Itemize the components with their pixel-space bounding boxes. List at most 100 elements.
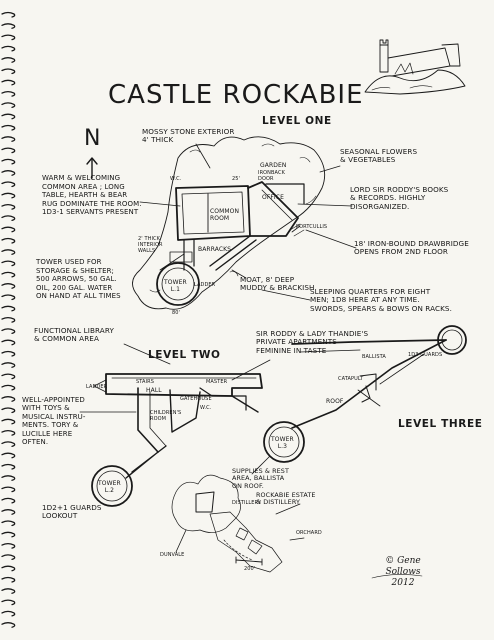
spiral-loop [1, 23, 16, 29]
note-common-area: WARM & WELCOMING COMMON AREA ; LONG TABL… [42, 174, 142, 217]
label-wc-level-two: W.C. [200, 405, 212, 411]
note-supplies: SUPPLIES & REST AREA, BALLISTA ON ROOF. [232, 467, 289, 490]
note-seasonal-garden: SEASONAL FLOWERS & VEGETABLES [340, 147, 418, 165]
spiral-loop [1, 576, 16, 583]
spiral-loop [1, 362, 16, 368]
spiral-loop [1, 158, 16, 165]
spiral-loop [1, 226, 16, 233]
artist-signature: © Gene Sollows 2012 [368, 556, 438, 589]
note-interior-walls: 2' THICK INTERIOR WALLS [138, 236, 163, 254]
spiral-loop [1, 531, 16, 538]
spiral-loop [1, 124, 16, 131]
spiral-loop [1, 11, 16, 18]
label-barracks: BARRACKS [198, 246, 232, 253]
spiral-loop [1, 45, 16, 52]
note-estate: ROCKABIE ESTATE & DISTILLERY [256, 491, 316, 507]
spiral-loop [1, 588, 16, 594]
signature-year: 2012 [391, 578, 415, 588]
level-two-plan [91, 373, 263, 507]
label-master: MASTER [206, 379, 228, 385]
spiral-loop [1, 147, 16, 154]
label-orchard: ORCHARD [296, 530, 322, 536]
spiral-loop [1, 463, 16, 470]
spiral-loop [1, 113, 16, 120]
signature-name: © Gene Sollows [385, 556, 421, 577]
spiral-loop [1, 136, 16, 142]
level-three-heading: LEVEL THREE [398, 418, 483, 430]
spiral-loop [1, 599, 16, 606]
spiral-loop [1, 215, 16, 222]
spiral-loop [1, 350, 16, 357]
label-stairs: STAIRS [136, 379, 154, 385]
rock-outcrop-outline [132, 136, 326, 310]
level-one-plan [156, 181, 305, 306]
spiral-loop [1, 610, 16, 617]
spiral-loop [1, 316, 16, 323]
label-wall-25: 25' [232, 176, 241, 182]
spiral-loop [1, 192, 16, 199]
label-roof: ROOF [326, 398, 344, 405]
spiral-loop [1, 249, 16, 255]
spiral-loop [1, 554, 16, 561]
signature-underline [371, 574, 423, 579]
spiral-loop [1, 373, 16, 380]
label-ballista: BALLISTA [362, 354, 386, 360]
spiral-loop [1, 305, 16, 312]
spiral-loop [1, 237, 16, 244]
north-label: N [84, 126, 102, 151]
spiral-loop [1, 283, 16, 289]
spiral-loop [1, 418, 16, 425]
note-guards-level-three: 1d3 GUARDS [408, 352, 443, 358]
label-office: OFFICE [262, 194, 284, 201]
spiral-loop [1, 396, 16, 402]
label-scale-200: 200' [244, 566, 256, 572]
note-library: FUNCTIONAL LIBRARY & COMMON AREA [34, 326, 114, 344]
note-drawbridge: 18' IRON-BOUND DRAWBRIDGE OPENS FROM 2ND… [354, 239, 469, 257]
spiral-loop [1, 328, 16, 335]
rock-texture [149, 143, 317, 293]
spiral-loop [1, 294, 16, 301]
level-three-plan [263, 325, 467, 463]
spiral-loop [1, 34, 16, 41]
spiral-loop [1, 79, 16, 86]
note-guards-lookout: 1d2+1 GUARDS LOOKOUT [42, 503, 102, 521]
label-dim-80: 80' [172, 310, 181, 316]
label-ladder-level-two: LADDER [86, 384, 108, 390]
label-gatehouse: GATEHOUSE [180, 396, 212, 402]
label-childrens-room: CHILDREN'S ROOM [150, 410, 182, 422]
label-tower-l3: TOWER L.3 [271, 436, 294, 450]
label-ladder-level-one: LADDER [194, 282, 216, 288]
spiral-loop [1, 475, 16, 481]
spiral-loop [1, 452, 16, 459]
spiral-loop [1, 520, 16, 527]
spiral-loop [1, 429, 16, 436]
spiral-loop [1, 384, 16, 391]
north-arrow [86, 157, 98, 179]
note-lord-books: LORD SIR RODDY'S BOOKS & RECORDS. HIGHLY… [350, 185, 449, 211]
label-portcullis: PORTCULLIS [296, 224, 328, 230]
label-iron-back-door: IRONBACK DOOR [258, 170, 285, 182]
label-common-room: COMMON ROOM [210, 208, 240, 222]
castle-vignette-drawing [364, 39, 466, 95]
label-garden: GARDEN [260, 162, 287, 169]
leader-lines [79, 143, 357, 541]
label-tower-l2: TOWER L.2 [98, 480, 121, 494]
spiral-loop [1, 203, 16, 210]
label-wc-level-one: W.C. [170, 176, 182, 182]
estate-map [171, 474, 283, 573]
label-dunvale: DUNVALE [160, 552, 185, 558]
spiral-loop [1, 441, 16, 448]
spiral-loop [1, 260, 16, 267]
note-mossy-exterior: MOSSY STONE EXTERIOR 4' THICK [142, 127, 235, 145]
label-catapult: CATAPULT [338, 376, 364, 382]
map-title: CASTLE ROCKABIE [108, 80, 364, 110]
spiral-loop [1, 542, 16, 549]
spiral-loop [1, 271, 16, 278]
note-childrens-toys: WELL-APPOINTED WITH TOYS & MUSICAL INSTR… [22, 396, 86, 447]
spiral-loop [1, 622, 16, 628]
label-tower-l1: TOWER L.1 [164, 279, 187, 293]
level-two-heading: LEVEL TWO [148, 349, 221, 361]
spiral-loop [1, 565, 16, 572]
